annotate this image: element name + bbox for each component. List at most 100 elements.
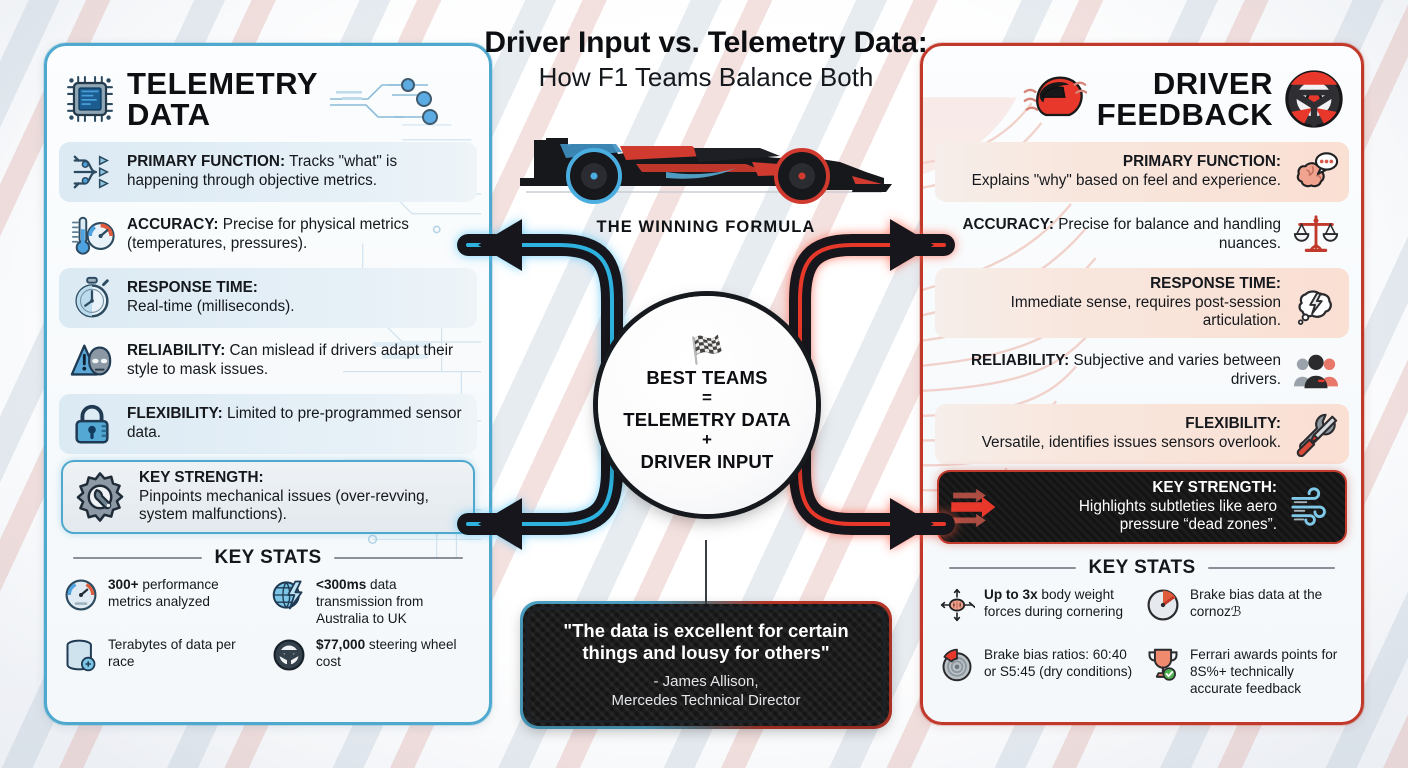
separator-line-right [1207, 566, 1335, 569]
driver-row-reliability[interactable]: RELIABILITY: Subjective and varies betwe… [935, 341, 1349, 401]
thermometer-gauge-icon [71, 216, 115, 255]
stat-item: <300ms data transmission from Australia … [271, 575, 473, 631]
f1-car-icon [520, 138, 892, 204]
telemetry-key-stats-separator: KEY STATS [73, 547, 463, 569]
warning-mask-icon [70, 344, 112, 376]
circuit-node-decoration-icon [330, 78, 439, 125]
driver-rows: PRIMARY FUNCTION: Explains "why" based o… [923, 142, 1361, 544]
driver-panel-header: DRIVER FEEDBACK [923, 46, 1361, 142]
winning-formula-label: THE WINNING FORMULA [596, 218, 816, 236]
row-body: Tracks "what" is happening through objec… [127, 153, 398, 189]
data-flow-arrows-icon [73, 155, 110, 189]
quote-attribution-line1: - James Allison, [653, 672, 759, 690]
driver-row-primary-function[interactable]: PRIMARY FUNCTION: Explains "why" based o… [935, 142, 1349, 202]
telemetry-row-response-time[interactable]: RESPONSE TIME: Real-time (milliseconds). [59, 268, 477, 328]
brake-gauge-icon [1147, 589, 1179, 621]
center-column: Driver Input vs. Telemetry Data: How F1 … [484, 0, 928, 768]
globe-bolt-icon [272, 580, 303, 610]
checkered-flag-icon: 🏁 [690, 334, 724, 365]
stat-body: Brake bias data at the cornozℬ [1190, 586, 1323, 619]
telemetry-row-reliability[interactable]: RELIABILITY: Can mislead if drivers adap… [59, 331, 477, 391]
brake-disc-icon [942, 648, 972, 682]
driver-feedback-panel: DRIVER FEEDBACK [920, 43, 1364, 725]
stat-item: $77,000 steering wheel cost [271, 635, 473, 691]
telemetry-key-stats-label: KEY STATS [214, 546, 322, 568]
driver-row-text: PRIMARY FUNCTION: Explains "why" based o… [945, 153, 1281, 190]
f1-car-illustration [516, 118, 896, 216]
stat-bold: 300+ [108, 576, 139, 592]
key-strength-label: KEY STRENGTH: [1152, 478, 1277, 496]
stat-item: Brake bias ratios: 60:40 or S5:45 (dry c… [939, 645, 1139, 701]
driver-row-flexibility[interactable]: FLEXIBILITY: Versatile, identifies issue… [935, 403, 1349, 464]
stat-bold: <300ms [316, 576, 367, 592]
stat-text: Terabytes of data per race [108, 635, 265, 671]
red-arrows-icon [951, 488, 996, 528]
separator-line-left [949, 566, 1077, 569]
hub-line-telemetry-data: TELEMETRY DATA [623, 408, 791, 430]
row-label: FLEXIBILITY: [127, 405, 223, 423]
row-label: ACCURACY: [962, 216, 1054, 234]
three-people-icon [1293, 354, 1339, 389]
stat-text: Ferrari awards points for 8S%+ technical… [1190, 645, 1345, 698]
driver-row-text: RELIABILITY: Subjective and varies betwe… [945, 352, 1281, 389]
stat-text: Brake bias data at the cornozℬ [1190, 585, 1345, 621]
wind-icon [1291, 487, 1326, 526]
best-teams-hub: 🏁 BEST TEAMS = TELEMETRY DATA + DRIVER I… [554, 268, 858, 540]
stat-item: Ferrari awards points for 8S%+ technical… [1145, 645, 1345, 701]
driver-key-strength-row[interactable]: KEY STRENGTH: Highlights subtleties like… [937, 469, 1347, 544]
telemetry-key-strength-text: KEY STRENGTH: Pinpoints mechanical issue… [139, 469, 463, 525]
telemetry-panel-header: TELEMETRY DATA [47, 46, 489, 142]
driver-row-accuracy[interactable]: ACCURACY: Precise for balance and handli… [935, 205, 1349, 265]
row-label: RESPONSE TIME: [127, 279, 258, 297]
hub-circle: 🏁 BEST TEAMS = TELEMETRY DATA + DRIVER I… [598, 296, 816, 514]
driver-key-stats-separator: KEY STATS [949, 557, 1335, 579]
gear-wrench-icon [76, 472, 124, 522]
telemetry-row-text: ACCURACY: Precise for physical metrics (… [127, 216, 467, 253]
driver-row-text: ACCURACY: Precise for balance and handli… [945, 216, 1281, 253]
telemetry-row-text: PRIMARY FUNCTION: Tracks "what" is happe… [127, 153, 467, 190]
stat-text: $77,000 steering wheel cost [316, 635, 473, 671]
row-body: Limited to pre-programmed sensor data. [127, 405, 462, 441]
stat-text: Up to 3x body weight forces during corne… [984, 585, 1139, 621]
hub-quote-connector [705, 540, 707, 608]
title-main: Driver Input vs. Telemetry Data: [484, 26, 928, 59]
telemetry-panel-title: TELEMETRY DATA [127, 68, 318, 130]
stat-text: 300+ performance metrics analyzed [108, 575, 265, 611]
stat-body: Ferrari awards points for 8S%+ technical… [1190, 646, 1338, 696]
row-label: ACCURACY: [127, 216, 219, 234]
quote-attribution: - James Allison, Mercedes Technical Dire… [612, 673, 801, 710]
driver-row-response-time[interactable]: RESPONSE TIME: Immediate sense, requires… [935, 268, 1349, 338]
telemetry-key-stats-grid: 300+ performance metrics analyzed <300ms… [47, 573, 489, 691]
hub-line-best-teams: BEST TEAMS [646, 366, 768, 388]
separator-line-right [333, 556, 463, 559]
microchip-icon [67, 76, 113, 122]
g-force-body-icon [940, 588, 975, 622]
telemetry-row-text: RELIABILITY: Can mislead if drivers adap… [127, 342, 467, 379]
database-icon [66, 639, 96, 672]
key-strength-body: Highlights subtleties like aero pressure… [1078, 497, 1277, 534]
stat-bold: Up to 3x [984, 586, 1038, 602]
telemetry-key-strength-row[interactable]: KEY STRENGTH: Pinpoints mechanical issue… [61, 460, 475, 534]
quote-box: "The data is excellent for certain thing… [523, 604, 889, 726]
title-subtitle: How F1 Teams Balance Both [538, 62, 874, 92]
driver-row-text: RESPONSE TIME: Immediate sense, requires… [945, 275, 1281, 331]
key-strength-label: KEY STRENGTH: [139, 469, 264, 486]
key-strength-body: Pinpoints mechanical issues (over-revvin… [139, 487, 429, 524]
telemetry-row-flexibility[interactable]: FLEXIBILITY: Limited to pre-programmed s… [59, 394, 477, 454]
driver-panel-title: DRIVER FEEDBACK [1097, 68, 1273, 130]
hub-operator-equals: = [702, 388, 712, 408]
telemetry-data-panel: TELEMETRY DATA [44, 43, 492, 725]
telemetry-rows: PRIMARY FUNCTION: Tracks "what" is happe… [47, 142, 489, 534]
balance-scale-icon [1293, 215, 1339, 252]
telemetry-row-primary-function[interactable]: PRIMARY FUNCTION: Tracks "what" is happe… [59, 142, 477, 202]
row-body: Precise for physical metrics (temperatur… [127, 216, 409, 252]
telemetry-row-accuracy[interactable]: ACCURACY: Precise for physical metrics (… [59, 205, 477, 265]
stat-item: Terabytes of data per race [63, 635, 265, 691]
row-body: Versatile, identifies issues sensors ove… [981, 433, 1281, 451]
stat-item: 300+ performance metrics analyzed [63, 575, 265, 631]
padlock-icon [75, 404, 109, 444]
quote-text: "The data is excellent for certain thing… [563, 619, 849, 664]
telemetry-row-text: RESPONSE TIME: Real-time (milliseconds). [127, 279, 467, 316]
stat-body: body weight forces during cornering [984, 586, 1124, 619]
quote-attribution-line2: Mercedes Technical Director [611, 691, 801, 709]
